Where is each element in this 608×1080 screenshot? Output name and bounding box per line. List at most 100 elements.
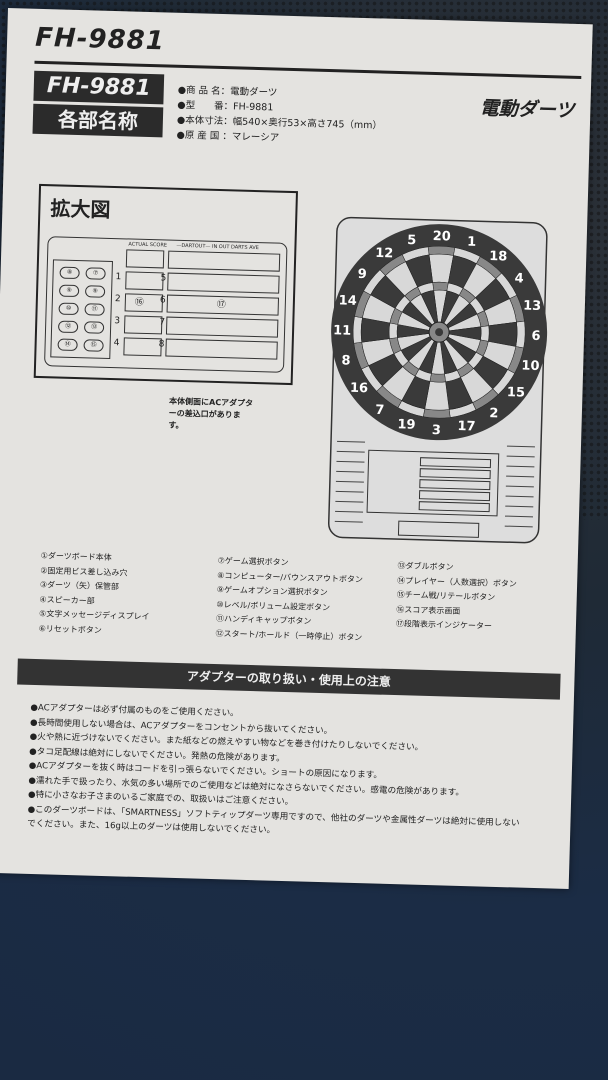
board-number: 6 — [531, 329, 540, 344]
board-number: 11 — [333, 323, 352, 338]
panel-button[interactable]: ⑦ — [85, 267, 106, 280]
score-display-cell — [419, 457, 492, 469]
panel-button[interactable]: ⑧ — [59, 266, 80, 280]
spec-list: ●商 品 名：電動ダーツ ●型 番：FH-9881 ●本体寸法：幅540×奥行5… — [176, 83, 383, 149]
speaker-grille — [335, 490, 364, 493]
board-number: 1 — [467, 235, 476, 250]
speaker-grille — [335, 480, 364, 483]
part-label: ⑰段階表示インジケーター — [395, 619, 493, 631]
board-number: 18 — [489, 249, 508, 264]
score-cell — [125, 249, 165, 269]
model-heading: FH-9881 — [34, 22, 166, 57]
row-number: 4 — [113, 338, 120, 349]
board-number: 20 — [433, 229, 452, 244]
score-display-cell — [419, 468, 491, 480]
score-cell — [123, 315, 163, 335]
board-number: 16 — [350, 381, 369, 396]
row-number: 2 — [114, 294, 121, 305]
zoom-diagram: 拡大図 ACTUAL SCORE —DARTOUT— IN OUT DARTS … — [33, 183, 298, 386]
board-number: 14 — [338, 293, 357, 308]
panel-button[interactable]: ⑭ — [57, 338, 78, 352]
caution-title: アダプターの取り扱い・使用上の注意 — [17, 658, 561, 700]
board-number: 13 — [523, 299, 542, 314]
row-number: 3 — [114, 316, 121, 327]
bullseye — [435, 328, 444, 337]
triple-segment — [429, 373, 446, 383]
speaker-grille — [336, 460, 365, 463]
badge-model: FH-9881 — [33, 70, 165, 105]
board-number: 15 — [507, 385, 526, 400]
speaker-grille — [506, 455, 535, 458]
score-display-cell — [418, 501, 490, 513]
speaker-grille — [504, 515, 534, 518]
triple-segment — [480, 325, 490, 342]
speaker-grille — [504, 525, 533, 528]
board-number: 4 — [514, 271, 523, 286]
board-number: 10 — [521, 358, 540, 373]
panel-button[interactable]: ⑨ — [58, 284, 80, 298]
speaker-grille — [335, 500, 364, 503]
product-title: 電動ダーツ — [479, 97, 575, 122]
title-badge: FH-9881 各部名称 — [32, 70, 165, 138]
row-number: 5 — [160, 273, 167, 284]
panel-button[interactable]: ⑪ — [84, 303, 105, 316]
speaker-grille — [506, 445, 535, 448]
message-cell — [167, 272, 280, 294]
score-label: ACTUAL SCORE — [128, 241, 168, 249]
display-number: ⑰ — [216, 299, 226, 311]
board-number: 8 — [341, 353, 350, 368]
triple-segment — [388, 322, 399, 339]
control-panel: ACTUAL SCORE —DARTOUT— IN OUT DARTS AVE … — [44, 236, 288, 373]
message-display — [397, 520, 480, 538]
speaker-grille — [506, 465, 535, 468]
dartout-label: —DARTOUT— IN OUT DARTS AVE — [176, 242, 259, 252]
score-display-cell — [419, 479, 491, 491]
panel-button[interactable]: ⑫ — [57, 320, 79, 334]
speaker-grille — [335, 510, 364, 513]
row-number: 1 — [115, 272, 122, 283]
message-cell — [165, 338, 278, 360]
board-number: 5 — [407, 233, 416, 248]
score-cell — [123, 337, 162, 357]
speaker-grille — [336, 450, 365, 453]
speaker-grille — [337, 440, 366, 443]
row-number: 8 — [158, 339, 165, 350]
speaker-grille — [505, 505, 534, 508]
speaker-grille — [336, 470, 365, 473]
display-number: ⑯ — [134, 297, 144, 308]
manual-page: FH-9881 FH-9881 各部名称 ●商 品 名：電動ダーツ ●型 番：F… — [0, 8, 593, 889]
console-outline — [366, 449, 500, 517]
row-number: 6 — [159, 295, 166, 306]
board-number: 2 — [489, 406, 498, 421]
panel-button[interactable]: ⑬ — [83, 321, 105, 334]
panel-button[interactable]: ⑮ — [83, 339, 104, 352]
dartboard-diagram: 20 1 18 413 6 10 15 2 17 3 19 7 168 11 149 12 5 — [327, 216, 548, 544]
adapter-note: 本体側面にACアダプターの差込口があります。 — [168, 396, 254, 431]
board-number: 7 — [375, 403, 384, 418]
board-number: 19 — [397, 417, 416, 432]
score-display-cell — [418, 490, 491, 502]
badge-title: 各部名称 — [32, 103, 164, 138]
panel-button[interactable]: ⑩ — [58, 302, 79, 316]
row-number: 7 — [159, 317, 166, 328]
part-label: ⑫スタート/ホールド（一時停止）ボタン — [215, 628, 363, 642]
speaker-grille — [505, 495, 534, 498]
score-cell — [125, 271, 164, 291]
caution-list: ACアダプターは必ず付属のものをご使用ください。長時間使用しない場合は、ACアダ… — [27, 701, 550, 846]
triple-segment — [432, 281, 449, 292]
board-number: 12 — [375, 246, 394, 261]
board-number: 3 — [432, 423, 441, 438]
board-number: 9 — [357, 267, 366, 282]
speaker-grille — [506, 475, 535, 478]
message-cell — [167, 250, 281, 272]
message-cell — [165, 316, 279, 338]
speaker-grille — [334, 520, 363, 523]
zoom-title: 拡大図 — [50, 196, 111, 222]
board-number: 17 — [457, 419, 476, 434]
panel-button[interactable]: ⑨ — [84, 285, 106, 298]
speaker-grille — [505, 485, 534, 488]
